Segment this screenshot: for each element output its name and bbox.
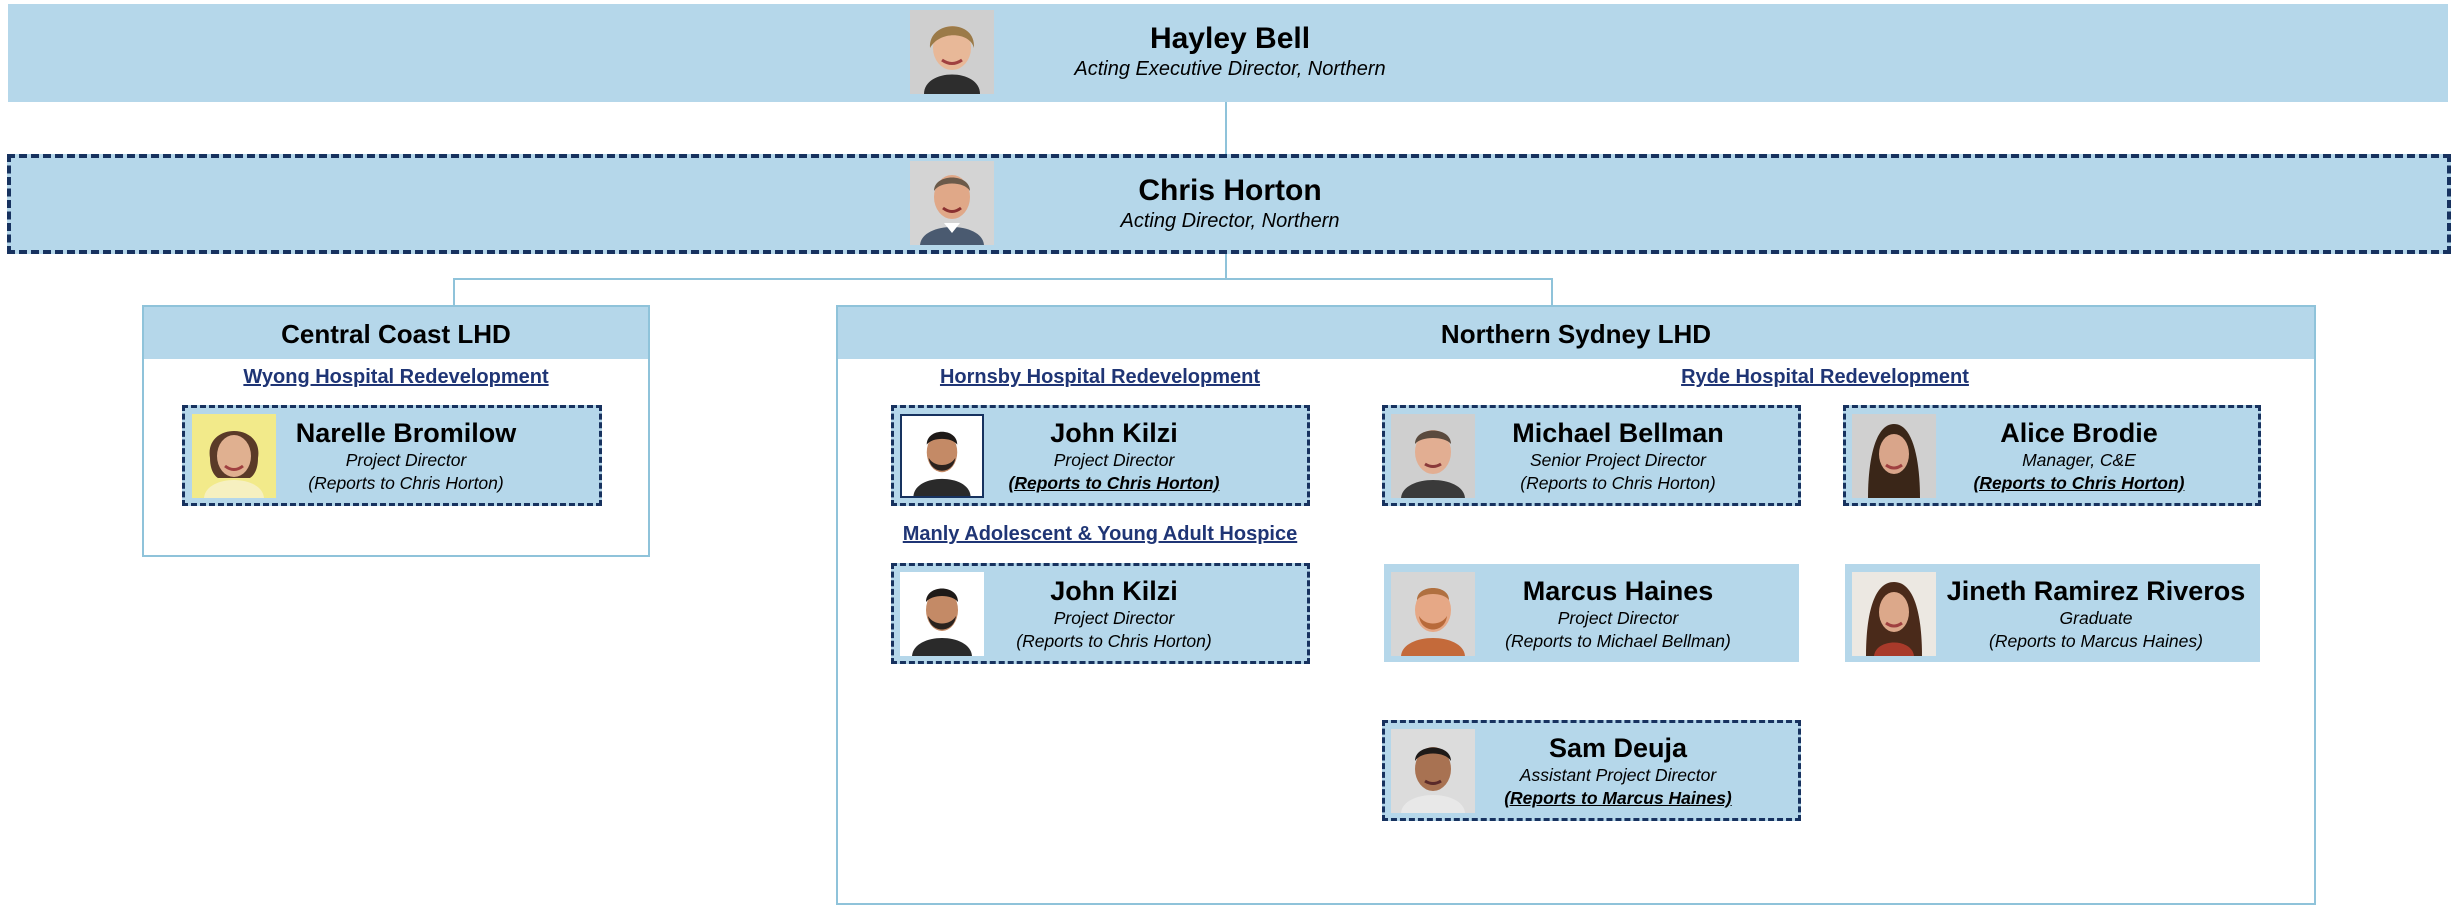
marcus-haines-avatar <box>1391 572 1475 656</box>
connector-line <box>1225 102 1227 154</box>
top-node-name: Hayley Bell <box>1149 22 1311 55</box>
jineth-ramirez-riveros-avatar <box>1852 572 1936 656</box>
hornsby-john-kilzi-role: Project Director <box>1053 450 1175 470</box>
second-node-title: Acting Director, Northern <box>1120 210 1340 232</box>
central-coast-lhd-heading: Central Coast LHD <box>144 307 648 359</box>
second-node <box>7 154 2451 254</box>
hayley-bell-avatar <box>910 10 994 94</box>
michael-bellman-avatar <box>1391 414 1475 498</box>
manly-john-kilzi-note: (Reports to Chris Horton) <box>1016 631 1212 651</box>
connector-line <box>453 278 1553 280</box>
jineth-ramirez-riveros-note: (Reports to Marcus Haines) <box>1989 631 2203 651</box>
narelle-bromilow-avatar <box>192 414 276 498</box>
manly-project-link[interactable]: Manly Adolescent & Young Adult Hospice <box>902 523 1298 545</box>
marcus-haines-name: Marcus Haines <box>1522 576 1714 606</box>
hornsby-john-kilzi-name: John Kilzi <box>1050 418 1178 448</box>
hornsby-john-kilzi-note: (Reports to Chris Horton) <box>1008 473 1220 493</box>
sam-deuja-avatar <box>1391 729 1475 813</box>
northern-sydney-lhd-heading: Northern Sydney LHD <box>838 307 2314 359</box>
wyong-project-link[interactable]: Wyong Hospital Redevelopment <box>243 366 549 388</box>
connector-line <box>1551 278 1553 306</box>
ryde-project-link[interactable]: Ryde Hospital Redevelopment <box>1681 366 1969 388</box>
narelle-bromilow-role: Project Director <box>345 450 467 470</box>
alice-brodie-name: Alice Brodie <box>2000 418 2158 448</box>
michael-bellman-name: Michael Bellman <box>1512 418 1724 448</box>
michael-bellman-note: (Reports to Chris Horton) <box>1520 473 1716 493</box>
jineth-ramirez-riveros-role: Graduate <box>2059 608 2133 628</box>
sam-deuja-name: Sam Deuja <box>1548 733 1688 763</box>
manly-john-kilzi-role: Project Director <box>1053 608 1175 628</box>
connector-line <box>453 278 455 306</box>
second-node-name: Chris Horton <box>1138 174 1322 207</box>
chris-horton-avatar <box>910 161 994 245</box>
sam-deuja-role: Assistant Project Director <box>1519 765 1717 785</box>
alice-brodie-note: (Reports to Chris Horton) <box>1973 473 2185 493</box>
john-kilzi-avatar <box>900 414 984 498</box>
alice-brodie-role: Manager, C&E <box>2022 450 2136 470</box>
manly-john-kilzi-name: John Kilzi <box>1050 576 1178 606</box>
narelle-bromilow-name: Narelle Bromilow <box>295 418 517 448</box>
top-node-title: Acting Executive Director, Northern <box>1074 58 1386 80</box>
top-node <box>8 4 2448 102</box>
alice-brodie-avatar <box>1852 414 1936 498</box>
michael-bellman-role: Senior Project Director <box>1529 450 1707 470</box>
marcus-haines-note: (Reports to Michael Bellman) <box>1505 631 1731 651</box>
marcus-haines-role: Project Director <box>1557 608 1679 628</box>
jineth-ramirez-riveros-name: Jineth Ramirez Riveros <box>1946 576 2246 606</box>
narelle-bromilow-note: (Reports to Chris Horton) <box>308 473 504 493</box>
sam-deuja-note: (Reports to Marcus Haines) <box>1504 788 1732 808</box>
hornsby-project-link[interactable]: Hornsby Hospital Redevelopment <box>939 366 1261 388</box>
connector-line <box>1225 254 1227 280</box>
john-kilzi-avatar <box>900 572 984 656</box>
